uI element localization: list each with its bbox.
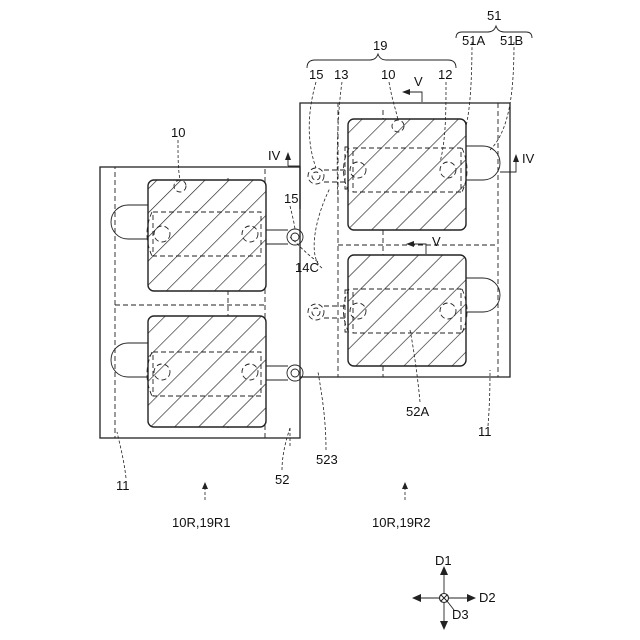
label-IV-right: IV bbox=[522, 151, 535, 166]
battery-cell-right-upper bbox=[348, 119, 466, 230]
section-IV-left-arrowhead bbox=[285, 152, 291, 160]
label-D2: D2 bbox=[479, 590, 496, 605]
connector-ring-right-upper bbox=[308, 168, 324, 184]
label-10-left: 10 bbox=[171, 125, 185, 140]
label-12: 12 bbox=[438, 67, 452, 82]
label-IV-left: IV bbox=[268, 148, 281, 163]
module-left-pointer-head bbox=[202, 482, 208, 489]
leader-15-mid bbox=[290, 206, 295, 229]
label-D1: D1 bbox=[435, 553, 452, 568]
leader-11-left bbox=[117, 432, 126, 478]
label-15-top: 15 bbox=[309, 67, 323, 82]
label-11-left: 11 bbox=[116, 478, 130, 493]
label-11-right: 11 bbox=[478, 424, 492, 439]
label-523: 523 bbox=[316, 452, 338, 467]
tab-left-upper bbox=[111, 205, 148, 239]
battery-cell-left-upper bbox=[148, 180, 266, 291]
label-10R-19R2: 10R,19R2 bbox=[372, 515, 431, 530]
section-IV-right-arrowhead bbox=[513, 154, 519, 162]
label-10-top: 10 bbox=[381, 67, 395, 82]
label-V-top: V bbox=[414, 74, 423, 89]
label-14C: 14C bbox=[295, 260, 319, 275]
leader-15-top bbox=[309, 82, 316, 168]
connector-left-upper bbox=[266, 230, 288, 244]
leader-14C-2 bbox=[290, 237, 318, 262]
label-51: 51 bbox=[487, 8, 501, 23]
leader-10-top bbox=[389, 82, 398, 120]
label-D3: D3 bbox=[452, 607, 469, 622]
connector-dot-left-upper bbox=[291, 233, 299, 241]
leader-10-left bbox=[178, 140, 180, 180]
connector-left-lower bbox=[266, 366, 288, 380]
bracket-19 bbox=[307, 54, 456, 68]
label-10R-19R1: 10R,19R1 bbox=[172, 515, 231, 530]
connector-ring-right-lower bbox=[308, 304, 324, 320]
connector-dot-right-lower bbox=[312, 308, 320, 316]
connector-right-lower bbox=[324, 306, 348, 318]
section-V-top-marker bbox=[410, 92, 422, 102]
module-right-pointer-head bbox=[402, 482, 408, 489]
tab-right-lower bbox=[466, 278, 500, 312]
label-13: 13 bbox=[334, 67, 348, 82]
label-51B: 51B bbox=[500, 33, 523, 48]
section-V-top-arrowhead bbox=[402, 89, 410, 95]
battery-cell-left-lower bbox=[148, 316, 266, 427]
label-19: 19 bbox=[373, 38, 387, 53]
section-V-mid-marker bbox=[414, 244, 426, 254]
connector-dot-left-lower bbox=[291, 369, 299, 377]
label-51A: 51A bbox=[462, 33, 485, 48]
label-V-mid: V bbox=[432, 234, 441, 249]
leader-52 bbox=[282, 428, 290, 470]
label-52A: 52A bbox=[406, 404, 429, 419]
section-IV-right-marker bbox=[500, 162, 516, 172]
leader-523 bbox=[318, 372, 326, 450]
tab-right-upper bbox=[466, 146, 500, 180]
tab-left-lower bbox=[111, 343, 148, 377]
leader-11-right bbox=[488, 370, 490, 426]
connector-dot-right-upper bbox=[312, 172, 320, 180]
leader-14C bbox=[314, 188, 330, 268]
label-52: 52 bbox=[275, 472, 289, 487]
leader-51A bbox=[466, 42, 472, 126]
section-V-mid-arrowhead bbox=[406, 241, 414, 247]
label-15-mid: 15 bbox=[284, 191, 298, 206]
